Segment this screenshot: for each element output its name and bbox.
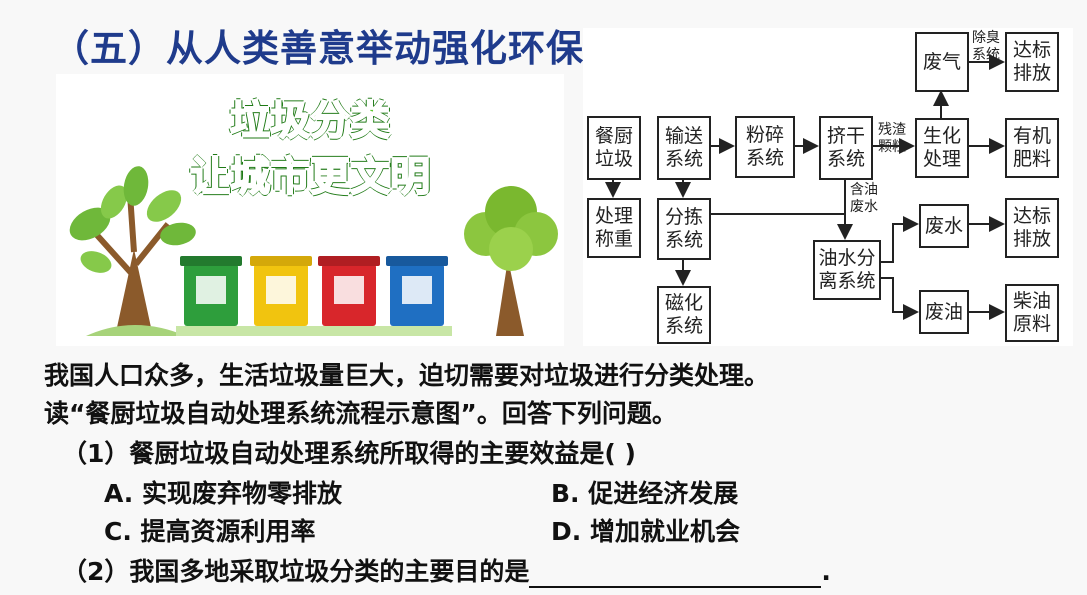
- left-tree-icon: [69, 166, 196, 336]
- flowchart: 餐厨垃圾 处理称重 输送系统 分拣系统 磁化系统 粉碎系统 挤干系统 油水分离系…: [583, 28, 1073, 346]
- label-deodorize: 除臭系统: [972, 30, 1000, 63]
- option-d[interactable]: D. 增加就业机会: [551, 517, 740, 546]
- box-conveying: 输送系统: [657, 116, 711, 180]
- flowchart-arrows: [605, 54, 1005, 320]
- option-a[interactable]: A. 实现废弃物零排放: [104, 479, 343, 508]
- yellow-bin-icon: [250, 256, 312, 326]
- box-sorting: 分拣系统: [657, 198, 711, 260]
- question-1: （1）餐厨垃圾自动处理系统所取得的主要效益是( ): [62, 439, 636, 468]
- box-gas-discharge: 达标排放: [1005, 32, 1059, 92]
- intro-paragraph-line1: 我国人口众多，生活垃圾量巨大，迫切需要对垃圾进行分类处理。: [44, 361, 770, 390]
- green-bin-icon: [180, 256, 242, 326]
- answer-blank[interactable]: [529, 562, 822, 588]
- box-magnetic: 磁化系统: [657, 286, 711, 344]
- poster-slogan-line2: 让城市更文明: [189, 153, 431, 201]
- box-oil-water-separation: 油水分离系统: [813, 240, 881, 300]
- garbage-sorting-poster: 垃圾分类 让城市更文明: [56, 74, 564, 346]
- red-bin-icon: [318, 256, 380, 326]
- box-diesel-raw-material: 柴油原料: [1005, 284, 1059, 342]
- box-waste-gas: 废气: [915, 32, 969, 92]
- option-b[interactable]: B. 促进经济发展: [551, 479, 739, 508]
- blue-bin-icon: [386, 256, 448, 326]
- option-c[interactable]: C. 提高资源利用率: [104, 517, 316, 546]
- box-weighing: 处理称重: [587, 198, 641, 258]
- box-squeeze-dry: 挤干系统: [819, 116, 873, 180]
- label-residue: 残渣颗粒: [878, 122, 906, 155]
- right-tree-icon: [464, 186, 558, 336]
- box-waste-water: 废水: [919, 204, 969, 248]
- box-water-discharge: 达标排放: [1005, 198, 1059, 258]
- box-waste-oil: 废油: [919, 290, 969, 334]
- poster-illustration: [69, 166, 558, 336]
- label-oily-water: 含油废水: [850, 182, 878, 215]
- box-bio-treatment: 生化处理: [915, 118, 969, 178]
- question-2: （2）我国多地采取垃圾分类的主要目的是.: [62, 552, 831, 588]
- intro-paragraph-line2: 读“餐厨垃圾自动处理系统流程示意图”。回答下列问题。: [44, 399, 677, 428]
- question-2-end: .: [821, 557, 831, 586]
- box-crushing: 粉碎系统: [735, 116, 795, 178]
- question-2-text: （2）我国多地采取垃圾分类的主要目的是: [62, 557, 530, 586]
- poster-slogan-line1: 垃圾分类: [229, 97, 391, 145]
- recycle-bins: [176, 256, 452, 336]
- box-kitchen-waste: 餐厨垃圾: [587, 116, 641, 180]
- box-organic-fertilizer: 有机肥料: [1005, 118, 1059, 178]
